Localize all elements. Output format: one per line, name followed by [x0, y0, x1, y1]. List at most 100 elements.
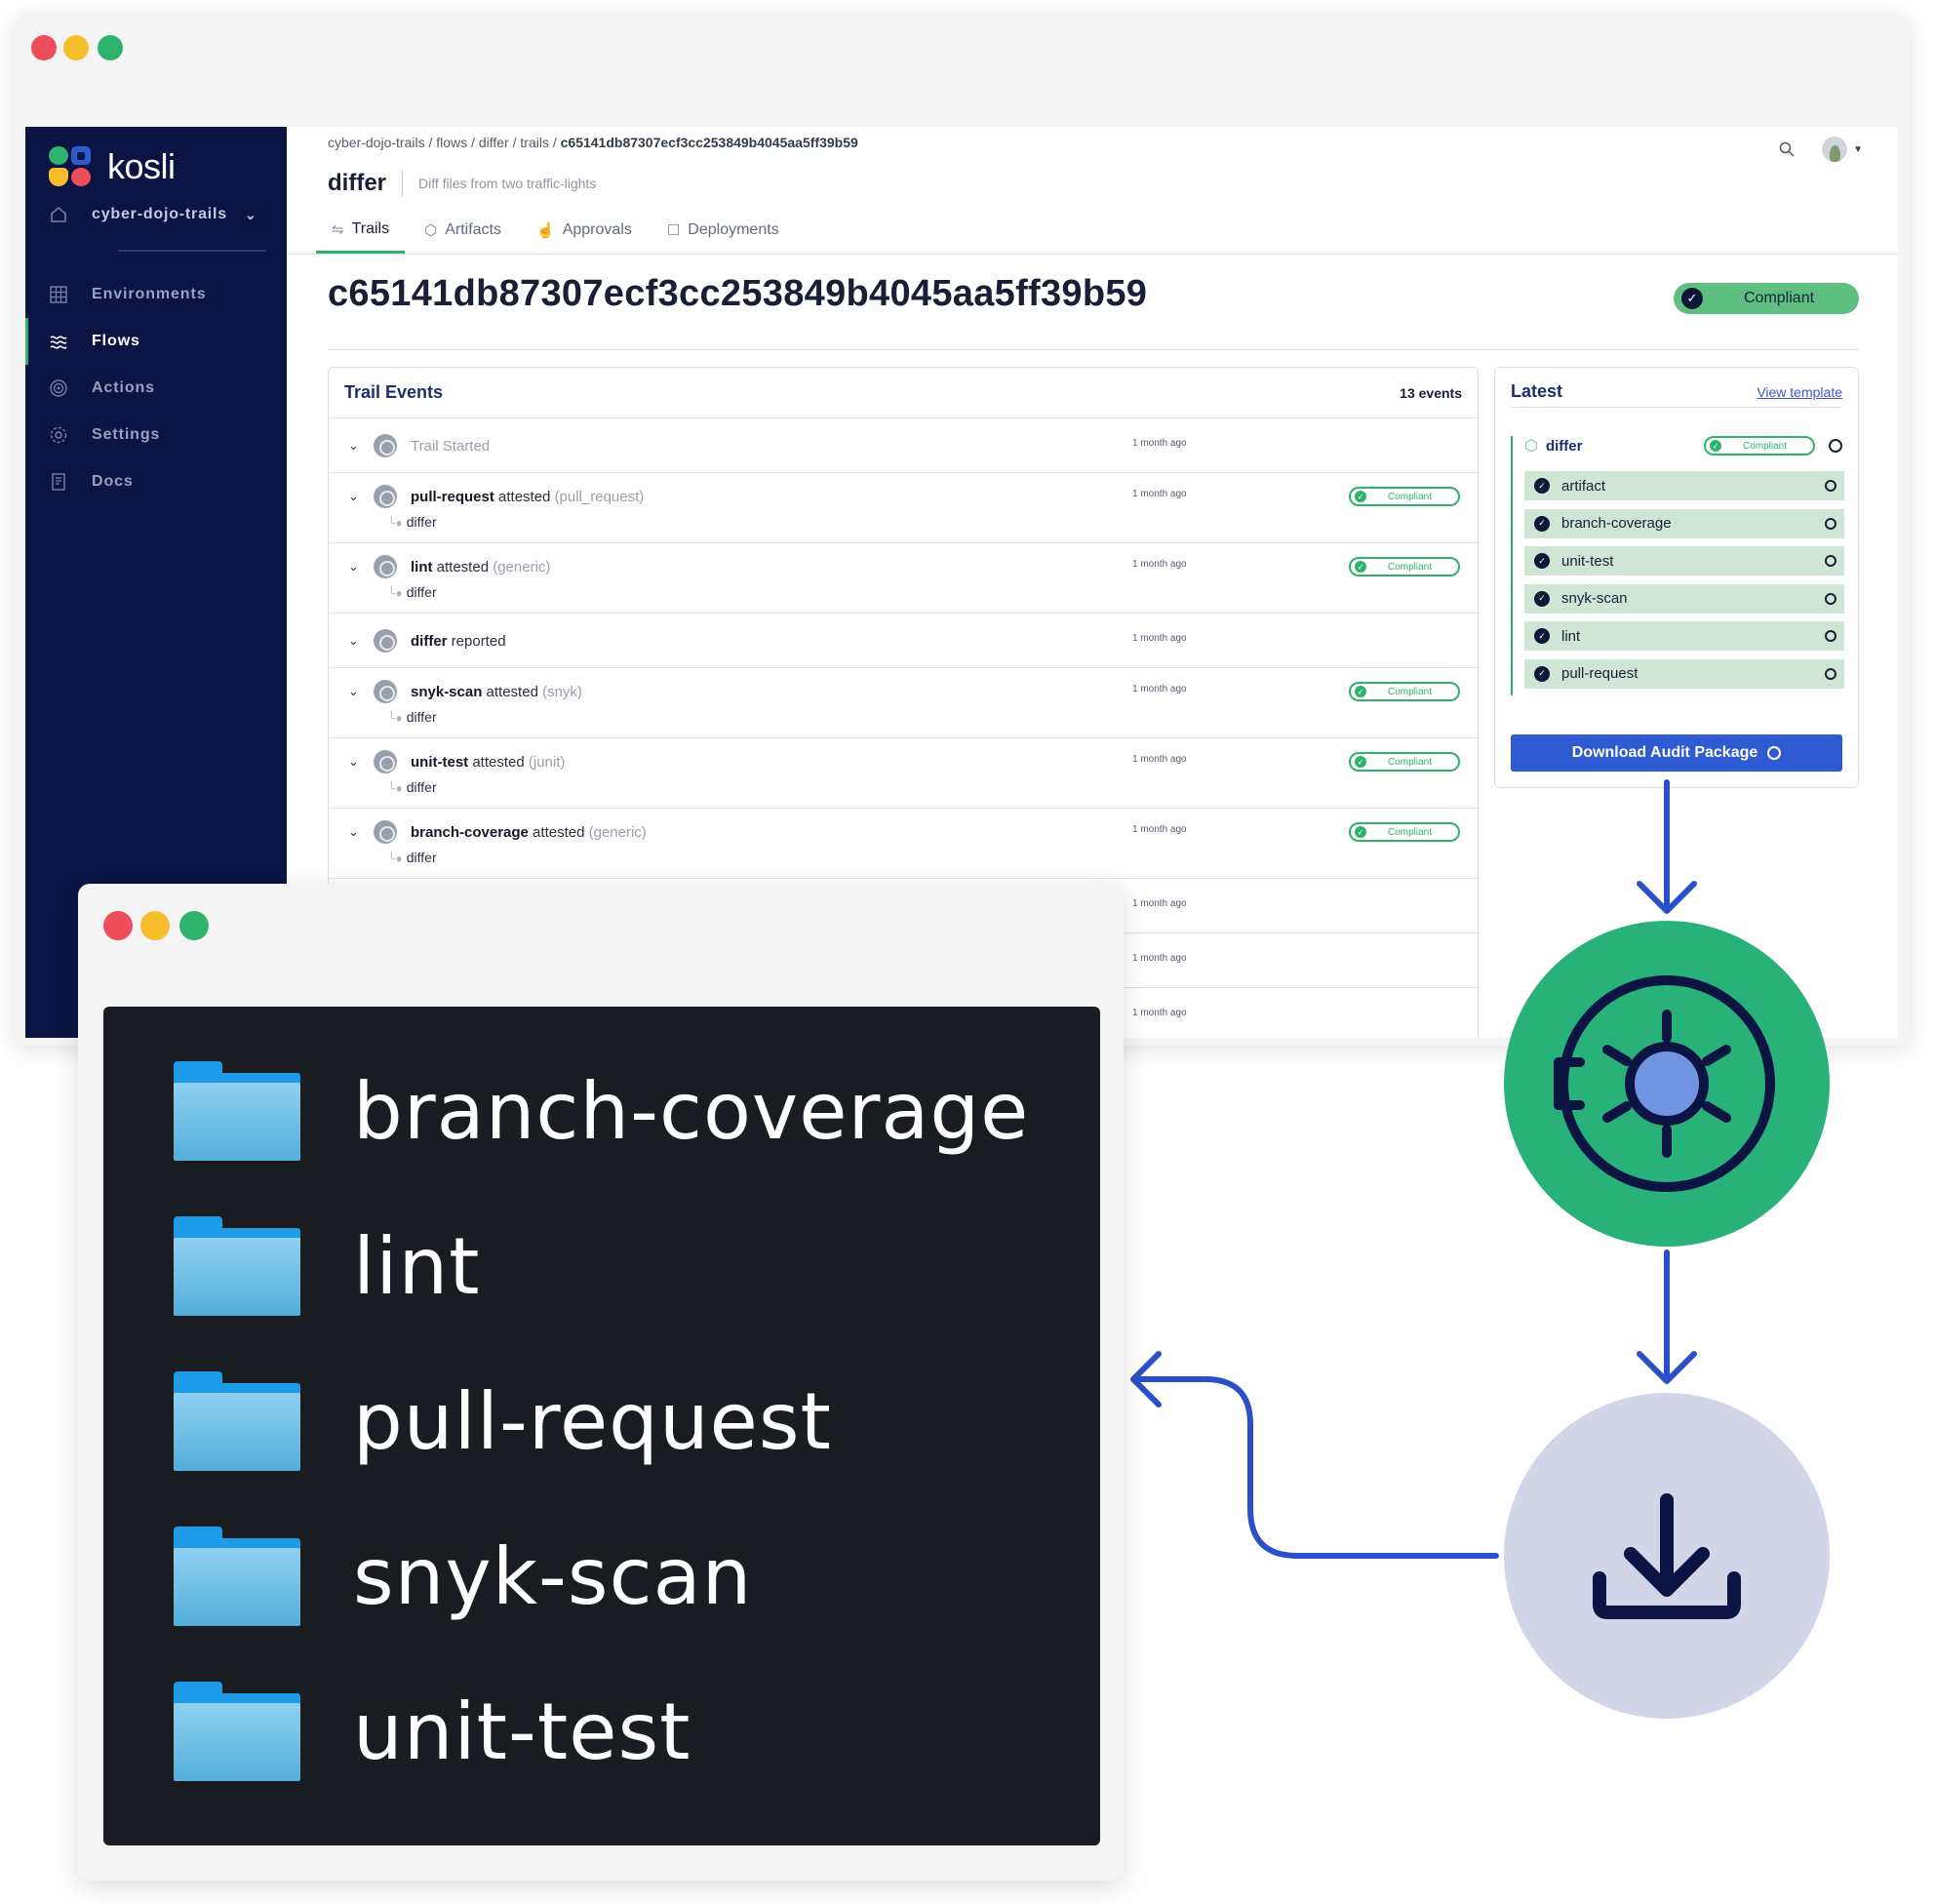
eye-icon[interactable]	[1825, 480, 1836, 492]
sidebar-item-label: Flows	[92, 333, 140, 349]
event-name: differ	[411, 633, 448, 650]
button-label: Download Audit Package	[1571, 744, 1758, 761]
download-audit-package-button[interactable]: Download Audit Package	[1511, 734, 1842, 772]
event-time: 1 month ago	[1132, 824, 1187, 835]
docs-book-icon	[52, 473, 65, 491]
tab-deployments[interactable]: ☐Deployments	[652, 207, 795, 254]
attestation-row[interactable]: ✓artifact	[1524, 471, 1844, 500]
divider	[1511, 407, 1842, 408]
event-verb: attested	[494, 489, 555, 505]
divider	[402, 170, 403, 197]
check-icon: ✓	[1355, 826, 1366, 838]
flow-tabs: ⇋Trails ⬡Artifacts ☝Approvals ☐Deploymen…	[316, 207, 799, 254]
breadcrumb-link[interactable]: cyber-dojo-trails	[328, 135, 425, 150]
status-badge: ✓Compliant	[1704, 436, 1815, 456]
chevron-down-icon[interactable]: ⌄	[348, 633, 359, 648]
attestation-row[interactable]: ✓unit-test	[1524, 546, 1844, 575]
attestation-name: artifact	[1561, 477, 1606, 495]
event-type: (pull_request)	[554, 489, 645, 505]
attestation-row[interactable]: ✓pull-request	[1524, 658, 1844, 689]
event-row[interactable]: ⌄pull-request attested (pull_request)└●d…	[329, 473, 1478, 543]
attestation-row[interactable]: ✓lint	[1524, 621, 1844, 651]
attestation-row[interactable]: ✓branch-coverage	[1524, 508, 1844, 538]
window-minimize-button[interactable]	[140, 911, 170, 940]
eye-icon[interactable]	[1825, 630, 1836, 642]
artifact-row[interactable]: ⬡ differ ✓Compliant	[1524, 436, 1842, 456]
download-icon	[1593, 1493, 1741, 1619]
window-maximize-button[interactable]	[98, 35, 123, 60]
audit-package-window: branch-coverage lint pull-request snyk-scan…	[78, 884, 1124, 1881]
eye-icon[interactable]	[1829, 439, 1842, 453]
status-label: Compliant	[1388, 561, 1433, 573]
tab-label: Artifacts	[445, 221, 501, 238]
event-type: (generic)	[493, 559, 551, 575]
search-icon[interactable]	[1779, 141, 1795, 157]
event-title: Trail Started	[411, 438, 490, 455]
eye-icon[interactable]	[1825, 517, 1836, 530]
folder-name: lint	[353, 1220, 481, 1312]
sidebar-item-docs[interactable]: Docs	[25, 458, 287, 505]
breadcrumb-link[interactable]: differ	[478, 135, 509, 150]
chevron-down-icon[interactable]: ⌄	[348, 684, 359, 698]
eye-icon[interactable]	[1825, 592, 1836, 605]
view-template-link[interactable]: View template	[1757, 383, 1842, 400]
status-label: Compliant	[1744, 290, 1815, 306]
tab-artifacts[interactable]: ⬡Artifacts	[409, 207, 517, 254]
event-title: lint attested (generic)	[411, 559, 550, 575]
org-switcher[interactable]: cyber-dojo-trails ⌄	[49, 205, 257, 224]
chevron-down-icon[interactable]: ⌄	[348, 559, 359, 574]
event-row[interactable]: 1 month ago	[329, 988, 1478, 1038]
artifact-name: differ	[1545, 437, 1583, 455]
sidebar-item-actions[interactable]: Actions	[25, 365, 287, 412]
eye-icon[interactable]	[1825, 555, 1836, 567]
folder-item[interactable]: pull-request	[174, 1371, 832, 1471]
event-icon	[374, 485, 397, 508]
check-icon: ✓	[1355, 561, 1366, 573]
chevron-down-icon[interactable]: ⌄	[348, 489, 359, 503]
folder-name: snyk-scan	[353, 1530, 753, 1622]
sidebar-item-environments[interactable]: Environments	[25, 271, 287, 318]
chevron-down-icon[interactable]: ⌄	[348, 438, 359, 453]
chevron-down-icon[interactable]: ⌄	[348, 754, 359, 769]
breadcrumb-link[interactable]: flows	[436, 135, 468, 150]
kosli-logo[interactable]: kosli	[49, 146, 176, 187]
tabs-divider	[287, 254, 1898, 255]
folder-item[interactable]: snyk-scan	[174, 1527, 752, 1626]
event-type: (junit)	[528, 754, 566, 771]
tab-approvals[interactable]: ☝Approvals	[521, 207, 648, 254]
check-icon: ✓	[1710, 440, 1721, 452]
attestation-name: lint	[1561, 627, 1581, 645]
sidebar-item-flows[interactable]: Flows	[25, 318, 287, 365]
breadcrumb: cyber-dojo-trails / flows / differ / tra…	[328, 135, 858, 150]
folder-icon	[174, 1527, 300, 1626]
avatar[interactable]	[1822, 137, 1848, 162]
breadcrumb-link[interactable]: trails	[520, 135, 549, 150]
status-badge: ✓Compliant	[1349, 682, 1460, 701]
tree-link-icon: └●	[387, 852, 403, 865]
window-minimize-button[interactable]	[63, 35, 89, 60]
event-time: 1 month ago	[1132, 684, 1187, 694]
window-close-button[interactable]	[103, 911, 133, 940]
breadcrumb-current: c65141db87307ecf3cc253849b4045aa5ff39b59	[560, 135, 858, 150]
folder-item[interactable]: lint	[174, 1216, 481, 1316]
attestation-row[interactable]: ✓snyk-scan	[1524, 583, 1844, 614]
event-row[interactable]: ⌄branch-coverage attested (generic)└●dif…	[329, 809, 1478, 879]
sidebar-item-settings[interactable]: Settings	[25, 412, 287, 458]
event-time: 1 month ago	[1132, 754, 1187, 765]
window-maximize-button[interactable]	[179, 911, 209, 940]
tab-trails[interactable]: ⇋Trails	[316, 207, 406, 254]
event-icon	[374, 820, 397, 844]
event-title: branch-coverage attested (generic)	[411, 824, 647, 841]
chevron-down-icon[interactable]: ⌄	[348, 824, 359, 839]
caret-down-icon[interactable]: ▼	[1853, 143, 1863, 155]
window-close-button[interactable]	[31, 35, 57, 60]
eye-icon[interactable]	[1825, 667, 1836, 680]
folder-item[interactable]: branch-coverage	[174, 1061, 1029, 1161]
top-actions: ▼	[1779, 137, 1863, 162]
folder-item[interactable]: unit-test	[174, 1682, 691, 1781]
